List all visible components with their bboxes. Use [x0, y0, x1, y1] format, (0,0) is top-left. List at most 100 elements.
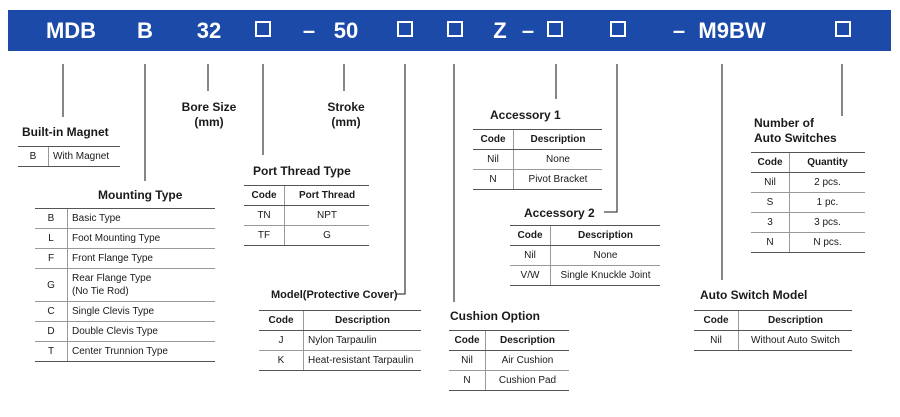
- accessory2-code: V/W: [510, 265, 551, 286]
- switch-model-desc: Without Auto Switch: [738, 330, 852, 351]
- mounting-code: G: [35, 268, 68, 302]
- accessory1-desc: None: [513, 149, 602, 170]
- model-cover-title: Model(Protective Cover): [271, 289, 398, 301]
- model-code-banner: MDB B 32 – 50 Z – – M9BW: [8, 10, 891, 51]
- accessory2-title: Accessory 2: [524, 206, 595, 220]
- stroke-title: Stroke(mm): [318, 100, 374, 130]
- port-desc: NPT: [284, 205, 369, 226]
- switch-model-title: Auto Switch Model: [700, 288, 808, 302]
- switch-count-qty: 1 pc.: [789, 192, 865, 213]
- mounting-code: L: [35, 228, 68, 249]
- code-dash-3: –: [672, 18, 686, 43]
- mounting-code: T: [35, 341, 68, 362]
- switch-count-qty: 2 pcs.: [789, 172, 865, 193]
- magnet-code: B: [18, 146, 49, 167]
- code-bore: 32: [196, 18, 222, 43]
- col-code: Code: [510, 225, 551, 246]
- code-z: Z: [493, 18, 507, 43]
- port-code: TN: [244, 205, 285, 226]
- mounting-desc: Front Flange Type: [67, 248, 215, 269]
- switch-count-code: Nil: [751, 172, 790, 193]
- stroke-label: Stroke: [327, 100, 365, 114]
- col-description: Description: [303, 310, 421, 331]
- line-accessory2: [604, 64, 618, 213]
- mounting-code: B: [35, 208, 68, 229]
- mounting-desc-note: (No Tie Rod): [72, 286, 129, 297]
- line-model: [396, 64, 406, 295]
- col-description: Description: [485, 330, 569, 351]
- col-description: Description: [550, 225, 660, 246]
- mounting-desc: Basic Type: [67, 208, 215, 229]
- switch-count-qty: 3 pcs.: [789, 212, 865, 233]
- cushion-code: N: [449, 370, 486, 391]
- mounting-desc: Rear Flange Type: [72, 273, 152, 284]
- built-in-magnet-table: B With Magnet: [18, 146, 120, 167]
- cushion-desc: Air Cushion: [485, 350, 569, 371]
- built-in-magnet-title: Built-in Magnet: [22, 125, 109, 139]
- switch-model-code: Nil: [694, 330, 739, 351]
- col-quantity: Quantity: [789, 152, 865, 173]
- placeholder-box-accessory2: [610, 21, 626, 37]
- mounting-type-title: Mounting Type: [98, 188, 183, 202]
- mounting-desc: Double Clevis Type: [67, 321, 215, 342]
- accessory2-desc: Single Knuckle Joint: [550, 265, 660, 286]
- cushion-title: Cushion Option: [450, 309, 540, 323]
- placeholder-box-model: [397, 21, 413, 37]
- accessory2-desc: None: [550, 245, 660, 266]
- mounting-code: C: [35, 301, 68, 322]
- mounting-desc: Center Trunnion Type: [67, 341, 215, 362]
- col-code: Code: [449, 330, 486, 351]
- port-thread-title: Port Thread Type: [253, 164, 351, 178]
- col-description: Description: [738, 310, 852, 331]
- switch-count-title-line2: Auto Switches: [754, 131, 837, 145]
- mounting-code: F: [35, 248, 68, 269]
- port-desc: G: [284, 225, 369, 246]
- model-desc: Nylon Tarpaulin: [303, 330, 421, 351]
- table-row: G Rear Flange Type (No Tie Rod): [35, 268, 215, 302]
- col-code: Code: [751, 152, 790, 173]
- bore-size-label: Bore Size: [181, 100, 237, 114]
- mounting-desc: Single Clevis Type: [67, 301, 215, 322]
- model-desc: Heat-resistant Tarpaulin: [303, 350, 421, 371]
- code-dash-2: –: [521, 18, 535, 43]
- model-code: J: [259, 330, 304, 351]
- port-code: TF: [244, 225, 285, 246]
- placeholder-box-cushion: [447, 21, 463, 37]
- col-code: Code: [694, 310, 739, 331]
- code-stroke: 50: [333, 18, 359, 43]
- code-dash-1: –: [302, 18, 316, 43]
- bore-size-unit: (mm): [194, 115, 224, 129]
- col-port-thread: Port Thread: [284, 185, 369, 206]
- accessory2-code: Nil: [510, 245, 551, 266]
- accessory1-desc: Pivot Bracket: [513, 169, 602, 190]
